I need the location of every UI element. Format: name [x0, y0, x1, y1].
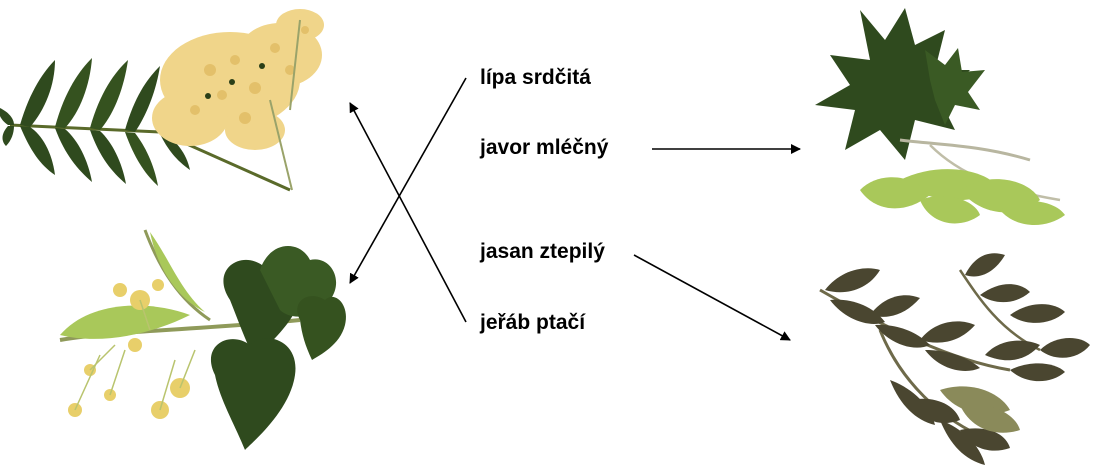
javor-branch-picture: [815, 8, 1065, 226]
jerab-flowering-branch-picture: [0, 9, 324, 192]
lipa-branch-picture: [59, 229, 346, 450]
jasan-branch-picture: [819, 253, 1090, 465]
arrow-jasan-to-ash: [633, 254, 791, 341]
connector-lines: [349, 77, 801, 341]
label-lipa-srdcita: lípa srdčitá: [480, 66, 591, 89]
label-javor-mlecny: javor mléčný: [480, 136, 609, 159]
arrow-jerab-to-rowan: [349, 102, 467, 323]
arrow-lipa-to-linden: [349, 77, 467, 284]
label-jasan-ztepily: jasan ztepilý: [480, 240, 605, 263]
label-jerab-ptaci: jeřáb ptačí: [480, 311, 586, 334]
